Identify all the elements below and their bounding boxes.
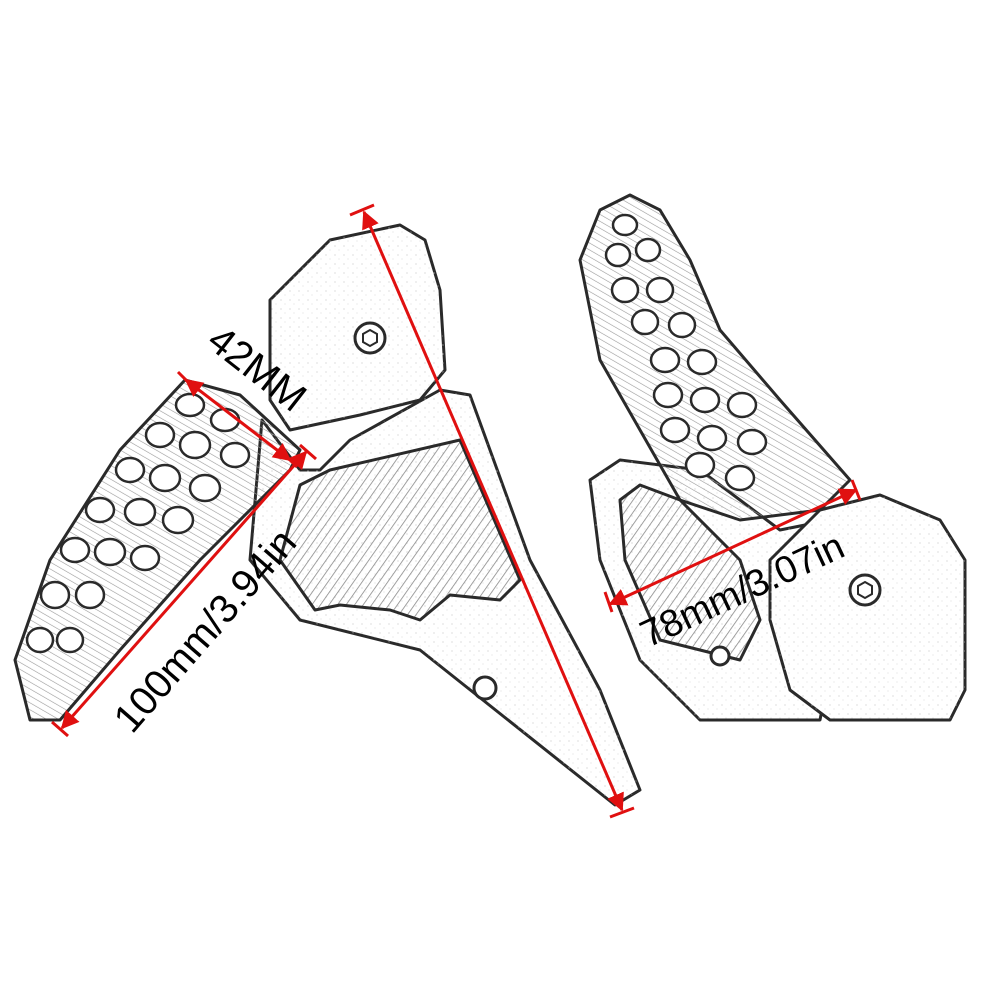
right-pad <box>768 493 967 722</box>
dimension-vertical <box>349 203 635 819</box>
right-footpeg-arm <box>578 193 852 522</box>
right-hex-bolt <box>848 573 882 607</box>
right-mount-hole <box>709 645 731 667</box>
left-hex-bolt <box>353 321 387 355</box>
left-mount-hole <box>472 675 498 701</box>
